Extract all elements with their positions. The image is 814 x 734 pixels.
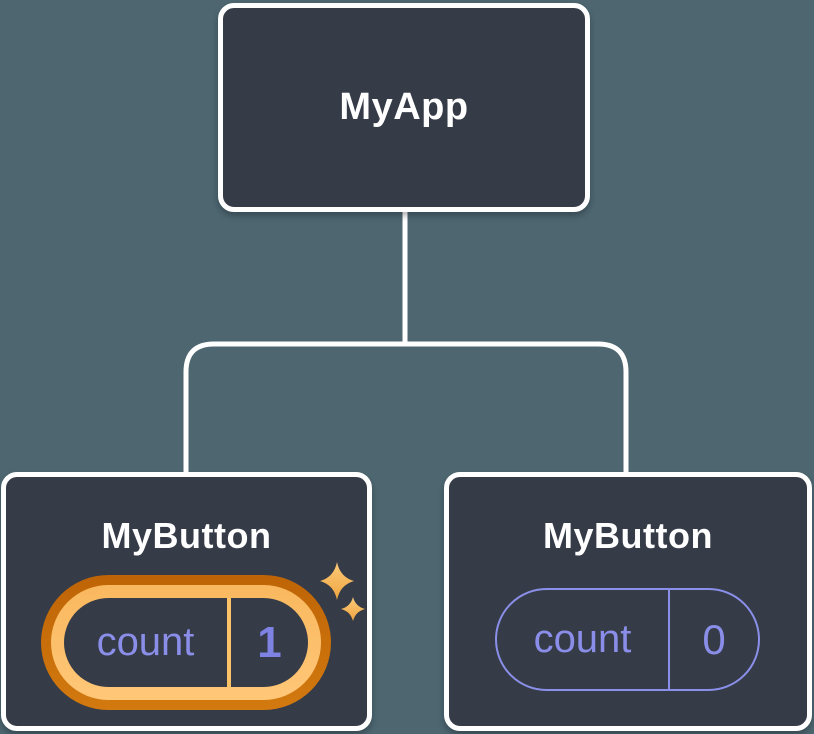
state-pill: count 0 [495, 588, 760, 691]
state-pill-highlight-ring: count 1 [51, 585, 321, 700]
pill-divider [227, 598, 231, 687]
child-node-mybutton-right: MyButton count 0 [444, 472, 812, 731]
root-node-label: MyApp [339, 86, 469, 128]
root-node-myapp: MyApp [218, 3, 590, 212]
state-value: 1 [257, 617, 282, 667]
state-name: count [96, 620, 195, 664]
state-value: 0 [702, 615, 726, 663]
sparkles-icon [320, 562, 365, 621]
child-node-mybutton-left: MyButton count 1 [1, 472, 372, 731]
pill-divider [668, 590, 670, 689]
state-pill-highlighted: count 1 [41, 575, 331, 710]
child-node-label: MyButton [543, 515, 713, 556]
state-name: count [533, 617, 632, 661]
child-node-label: MyButton [101, 515, 272, 556]
